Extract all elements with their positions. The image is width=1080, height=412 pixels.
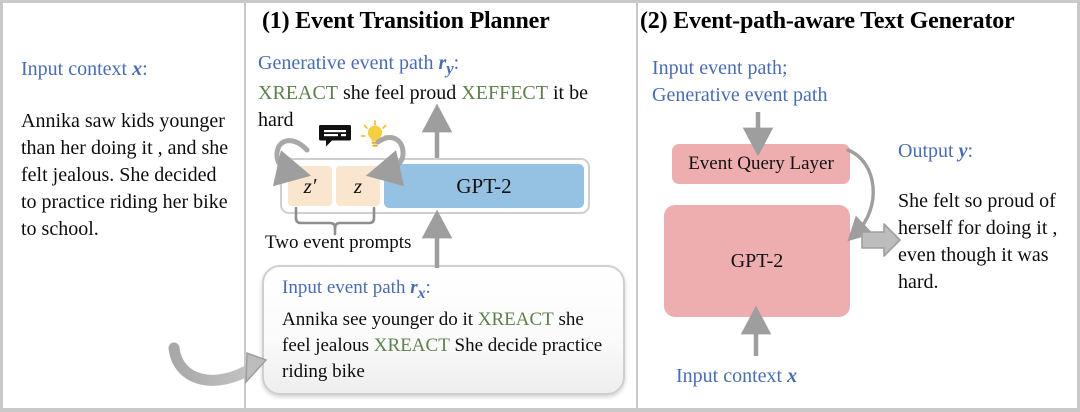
generative-path-relation-0: XREACT — [258, 82, 338, 104]
math-var-r: r — [438, 52, 447, 74]
math-var-r-x: r — [410, 277, 418, 298]
math-sub-x: x — [417, 284, 426, 302]
input-path-relation-3: XREACT — [373, 335, 450, 356]
frame-border-top — [0, 0, 1080, 3]
input-event-path-text: Annika see younger do it XREACT she feel… — [282, 307, 612, 385]
lightbulb-icon — [360, 120, 390, 147]
event-prompt-z-prime: z′ — [288, 166, 332, 206]
math-var-x-right: x — [787, 365, 798, 387]
input-event-path-card: Input event path rx: Annika see younger … — [262, 265, 625, 395]
speech-bubble-icon — [318, 125, 352, 147]
panel-divider-left — [244, 3, 246, 408]
right-input-context-label: Input context x — [676, 365, 798, 387]
event-query-layer-box: Event Query Layer — [672, 144, 850, 184]
frame-border-bottom — [0, 408, 1080, 412]
input-path-text-0: Annika see younger do it — [282, 309, 478, 330]
right-input-heading: Input event path; Generative event path — [652, 57, 828, 106]
right-panel-title: (2) Event-path-aware Text Generator — [640, 8, 1015, 34]
event-prompt-z: z — [336, 166, 380, 206]
math-var-x: x — [132, 58, 143, 80]
panel-divider-right — [636, 3, 638, 408]
generative-path-text-3: it be hard — [258, 82, 588, 131]
generator-gpt2-box: GPT-2 — [664, 205, 850, 317]
input-path-relation-1: XREACT — [477, 309, 554, 330]
two-event-prompts-label: Two event prompts — [265, 232, 412, 253]
input-context-heading: Input context x: — [21, 58, 148, 80]
input-path-text-4: She decide practice riding bike — [282, 335, 603, 382]
output-paragraph: She felt so proud of herself for doing i… — [898, 190, 1058, 293]
frame-border-left — [0, 0, 3, 412]
generative-path-text-1: she feel proud — [338, 82, 462, 104]
generative-event-path-heading: Generative event path ry: — [258, 52, 460, 78]
input-path-text-2: she feel jealous — [282, 309, 584, 356]
planner-gpt2-box: GPT-2 — [384, 164, 584, 208]
generative-event-path-text: XREACT she feel proud XEFFECT it be hard — [258, 80, 628, 134]
input-context-paragraph: Annika saw kids younger than her doing i… — [21, 110, 229, 240]
panel-input-context: Input context x: Annika saw kids younger… — [3, 3, 244, 408]
middle-panel-title: (1) Event Transition Planner — [262, 8, 550, 34]
frame-border-right — [1077, 0, 1080, 412]
math-var-y: y — [958, 140, 968, 162]
generative-path-relation-2: XEFFECT — [461, 82, 548, 104]
math-sub-y: y — [446, 59, 454, 78]
input-event-path-heading: Input event path rx: — [282, 277, 431, 302]
output-heading: Output y: — [898, 140, 974, 162]
